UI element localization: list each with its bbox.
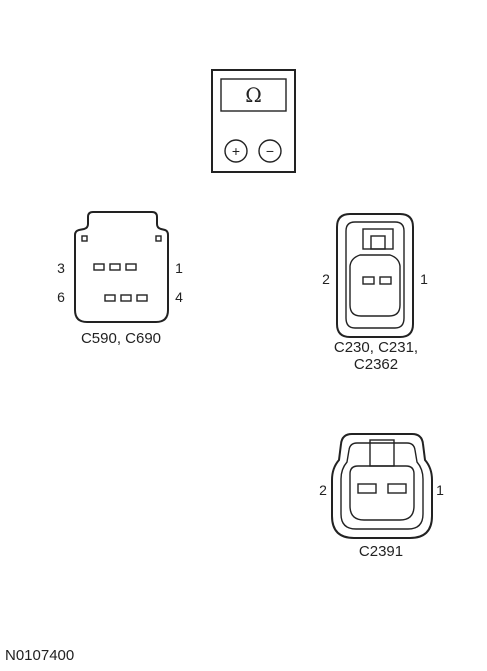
negative-terminal-symbol: −: [266, 143, 274, 159]
connector-a-label: C590, C690: [81, 330, 161, 347]
connector-c-inner-housing: [340, 442, 424, 530]
ohmmeter: Ω + −: [211, 69, 296, 173]
pin-label-3: 3: [57, 260, 65, 276]
connector-a-latch-left: [81, 235, 88, 242]
ohm-symbol: Ω: [245, 83, 262, 107]
connector-b-label-line1: C230, C231,: [334, 339, 418, 356]
pin-cavity-2: [109, 263, 121, 271]
pin-label-4: 4: [175, 289, 183, 305]
connector-c-lock-tab: [369, 439, 395, 467]
connector-b-lock-tab: [362, 228, 394, 250]
connector-b-lock-slot: [370, 235, 386, 250]
connector-b-inner-housing: [345, 221, 405, 329]
pin-label-1: 1: [175, 260, 183, 276]
connector-c-pin-cavity-1: [387, 483, 407, 494]
pin-label-6: 6: [57, 289, 65, 305]
connector-c590-c690: 3 1 6 4 C590, C690: [57, 211, 183, 347]
positive-terminal-symbol: +: [232, 143, 240, 159]
connector-c-label: C2391: [359, 543, 403, 560]
connector-c230-c231-c2362: 2 1 C230, C231, C2362: [322, 213, 428, 373]
ohmmeter-display: [220, 78, 287, 112]
pin-cavity-1: [125, 263, 137, 271]
connector-c-outer-housing: [331, 433, 433, 539]
connector-c2391: 2 1 C2391: [319, 433, 444, 560]
connector-c-body: [349, 465, 415, 521]
connector-b-label-line2: C2362: [354, 356, 398, 373]
connector-b-outer-housing: [336, 213, 414, 338]
ohmmeter-body: [211, 69, 296, 173]
pin-cavity-3: [93, 263, 105, 271]
connector-b-body: [349, 254, 401, 317]
positive-terminal: [224, 139, 248, 163]
connector-c-pin-label-1: 1: [436, 482, 444, 498]
figure-id: N0107400: [5, 647, 74, 664]
connector-a-latch-right: [155, 235, 162, 242]
pin-cavity-5: [120, 294, 132, 302]
negative-terminal: [258, 139, 282, 163]
connector-c-pin-cavity-2: [357, 483, 377, 494]
connector-b-pin-cavity-1: [379, 276, 392, 285]
connector-a-outline: [74, 211, 169, 323]
connector-c-pin-label-2: 2: [319, 482, 327, 498]
connector-b-pin-cavity-2: [362, 276, 375, 285]
pin-cavity-6: [104, 294, 116, 302]
connector-b-pin-label-1: 1: [420, 271, 428, 287]
pin-cavity-4: [136, 294, 148, 302]
connector-b-pin-label-2: 2: [322, 271, 330, 287]
